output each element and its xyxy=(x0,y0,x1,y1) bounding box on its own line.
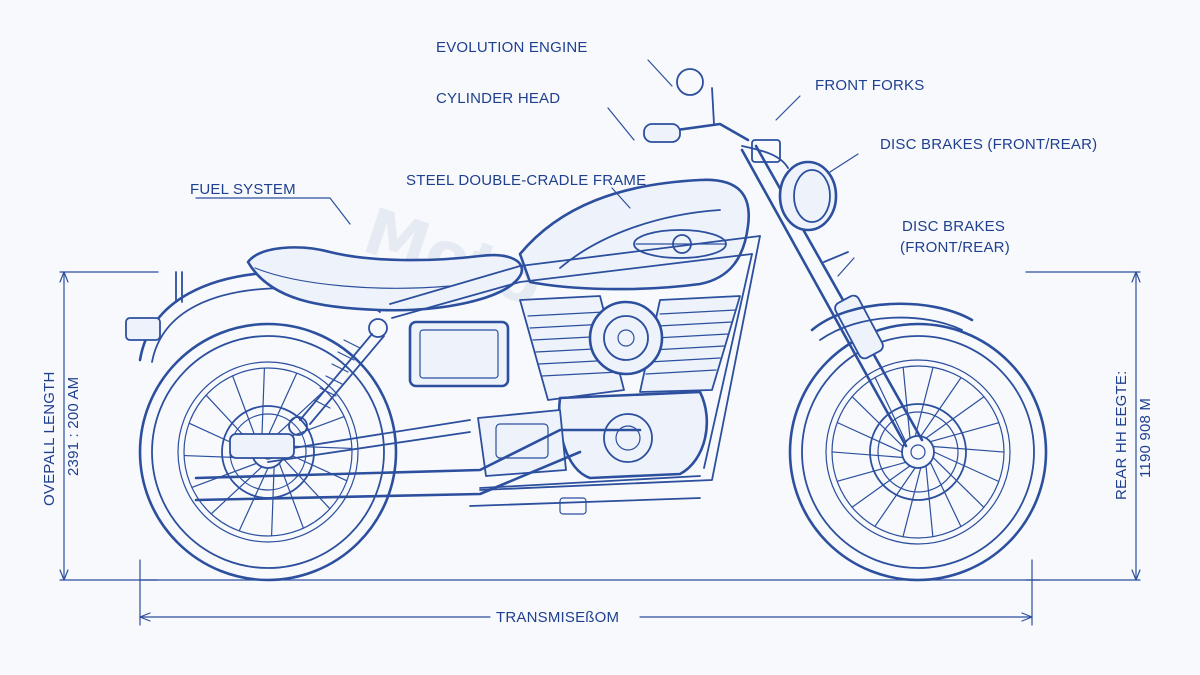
label-disc-brakes-mid: DISC BRAKES xyxy=(902,218,1005,235)
fuel-tank xyxy=(518,178,751,291)
dimension-right-label: REAR HH EEGTE: xyxy=(1113,371,1130,501)
wheel-spoke xyxy=(191,462,258,489)
wheel-spoke xyxy=(278,462,305,529)
rear-shock xyxy=(288,318,388,436)
wheel-spoke xyxy=(929,422,1000,443)
frame xyxy=(389,235,761,491)
wheel-spoke xyxy=(920,376,962,437)
wheel-spoke xyxy=(831,451,904,459)
wheel-spoke xyxy=(929,461,962,528)
wheel-spoke xyxy=(270,466,275,537)
wheel-spoke xyxy=(283,451,348,482)
v-twin-engine xyxy=(477,295,741,480)
exhaust xyxy=(194,428,701,515)
front-fender xyxy=(810,302,974,341)
wheel-spoke xyxy=(836,461,907,482)
headlight xyxy=(778,160,838,232)
wheel-spoke xyxy=(261,367,266,438)
label-transmission: TRANSMISEßOM xyxy=(496,609,619,626)
handlebars xyxy=(643,68,789,169)
wheel-spoke xyxy=(932,456,985,508)
wheel-spoke xyxy=(273,389,326,438)
label-disc-brakes-top: DISC BRAKES (FRONT/REAR) xyxy=(880,136,1097,153)
wheel-spoke xyxy=(914,366,934,437)
wheel-spoke xyxy=(925,396,985,439)
wheel-spoke xyxy=(267,372,298,437)
swingarm xyxy=(229,419,471,463)
wheel-spoke xyxy=(874,376,907,443)
label-evolution-engine: EVOLUTION ENGINE xyxy=(436,39,588,56)
wheel-spoke xyxy=(874,467,916,528)
label-disc-brakes-mid-sub: (FRONT/REAR) xyxy=(900,239,1010,256)
dimension-lines xyxy=(59,271,1141,626)
dimension-right-value: 1190 908 M xyxy=(1137,398,1154,478)
label-steel-frame: STEEL DOUBLE-CRADLE FRAME xyxy=(406,172,646,189)
wheel-spoke xyxy=(231,375,258,442)
wheel-spoke xyxy=(210,466,263,515)
label-cylinder-head: CYLINDER HEAD xyxy=(436,90,560,107)
wheel-spoke xyxy=(851,396,904,448)
callout-leaders xyxy=(195,59,859,277)
wheel-spoke xyxy=(933,451,1000,483)
wheel-spoke xyxy=(925,465,934,538)
wheel-spoke xyxy=(836,421,903,453)
front-wheel xyxy=(788,322,1048,582)
wheel-spoke xyxy=(851,465,911,508)
label-fuel-system: FUEL SYSTEM xyxy=(190,181,296,198)
side-cover xyxy=(408,320,510,388)
seat xyxy=(246,246,524,312)
wheel-spoke xyxy=(902,366,911,439)
dimension-left-value: 2391 : 200 AM xyxy=(65,377,82,476)
dimension-left-label: OVEPALL LENGTH xyxy=(41,371,58,506)
wheel-spoke xyxy=(902,467,922,538)
label-front-forks: FRONT FORKS xyxy=(815,77,924,94)
wheel-spoke xyxy=(932,445,1005,453)
wheel-spoke xyxy=(282,457,331,510)
